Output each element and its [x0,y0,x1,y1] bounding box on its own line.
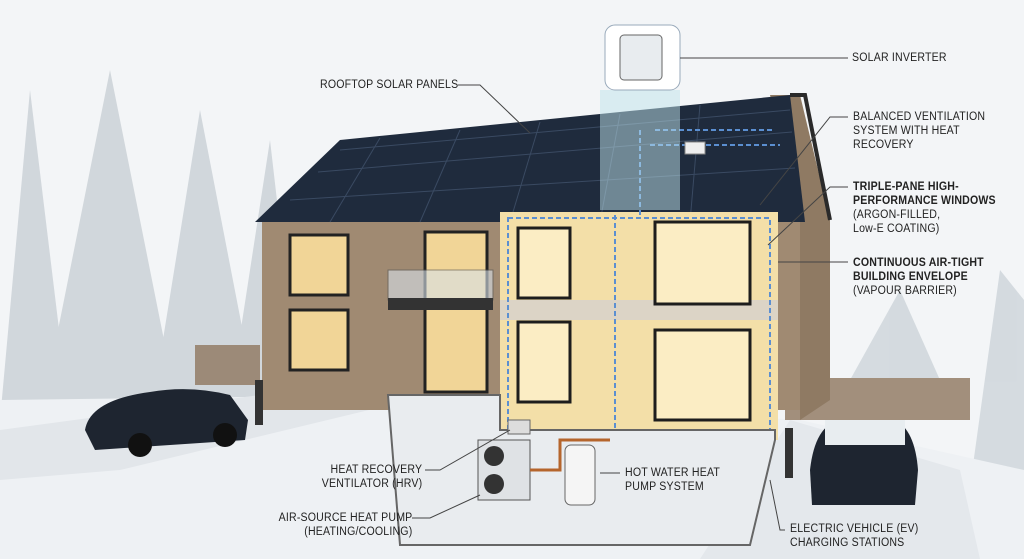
pipes [530,438,610,472]
label-hrv: HEAT RECOVERY VENTILATOR (HRV) [321,463,422,491]
label-text: SYSTEM WITH HEAT [853,125,960,137]
label-text: HEAT RECOVERY [330,464,422,476]
label-text: TRIPLE-PANE HIGH- [853,181,959,193]
triple-pane-windows [516,220,752,422]
label-text: RECOVERY [853,139,914,151]
ev-car-left [85,389,248,457]
label-text: ROOFTOP SOLAR PANELS [320,79,459,91]
label-text: PERFORMANCE WINDOWS [853,195,996,207]
label-envelope: CONTINUOUS AIR-TIGHT BUILDING ENVELOPE (… [853,256,984,298]
label-text: (HEATING/COOLING) [303,526,412,538]
label-text: BUILDING ENVELOPE [853,271,968,283]
windows-left [288,230,489,394]
label-text: VENTILATOR (HRV) [321,478,422,490]
label-text: PUMP SYSTEM [625,481,704,493]
ev-charger-right [785,428,793,478]
hrv-unit [507,419,531,435]
fence-left [195,345,260,385]
label-air-source: AIR-SOURCE HEAT PUMP (HEATING/COOLING) [278,511,412,539]
label-ventilation: BALANCED VENTILATION SYSTEM WITH HEAT RE… [853,110,985,152]
label-ev: ELECTRIC VEHICLE (EV) CHARGING STATIONS [790,522,919,550]
label-text: CONTINUOUS AIR-TIGHT [853,257,984,269]
label-text: HOT WATER HEAT [625,467,721,479]
label-text: SOLAR INVERTER [852,52,947,64]
roof-edge [790,93,832,221]
solar-panel-grid [289,104,796,223]
label-text: ELECTRIC VEHICLE (EV) [790,523,919,535]
ev-charger-left [255,380,263,425]
label-hot-water: HOT WATER HEAT PUMP SYSTEM [625,466,720,494]
label-text: BALANCED VENTILATION [853,111,986,123]
solar-inverter-icon [619,34,663,81]
balcony [388,298,493,310]
label-text: (ARGON-FILLED, [853,209,941,221]
label-text: Low-E COATING) [853,223,940,235]
ev-car-right [810,420,918,505]
label-windows: TRIPLE-PANE HIGH- PERFORMANCE WINDOWS (A… [853,180,996,236]
label-text: (VAPOUR BARRIER) [853,285,957,297]
leader-lines [412,57,848,531]
label-text: CHARGING STATIONS [790,537,905,549]
fan-icon [484,446,504,466]
inverter-beam [600,90,680,210]
ventilation-unit [684,141,706,155]
gable-wall [770,95,830,420]
label-solar-inverter: SOLAR INVERTER [852,51,947,65]
hot-water-tank [564,444,596,506]
label-rooftop-solar: ROOFTOP SOLAR PANELS [320,78,458,92]
label-text: AIR-SOURCE HEAT PUMP [278,512,412,524]
balcony-glass [387,269,494,301]
air-source-heat-pump-unit [477,439,531,501]
fan-icon [484,474,504,494]
